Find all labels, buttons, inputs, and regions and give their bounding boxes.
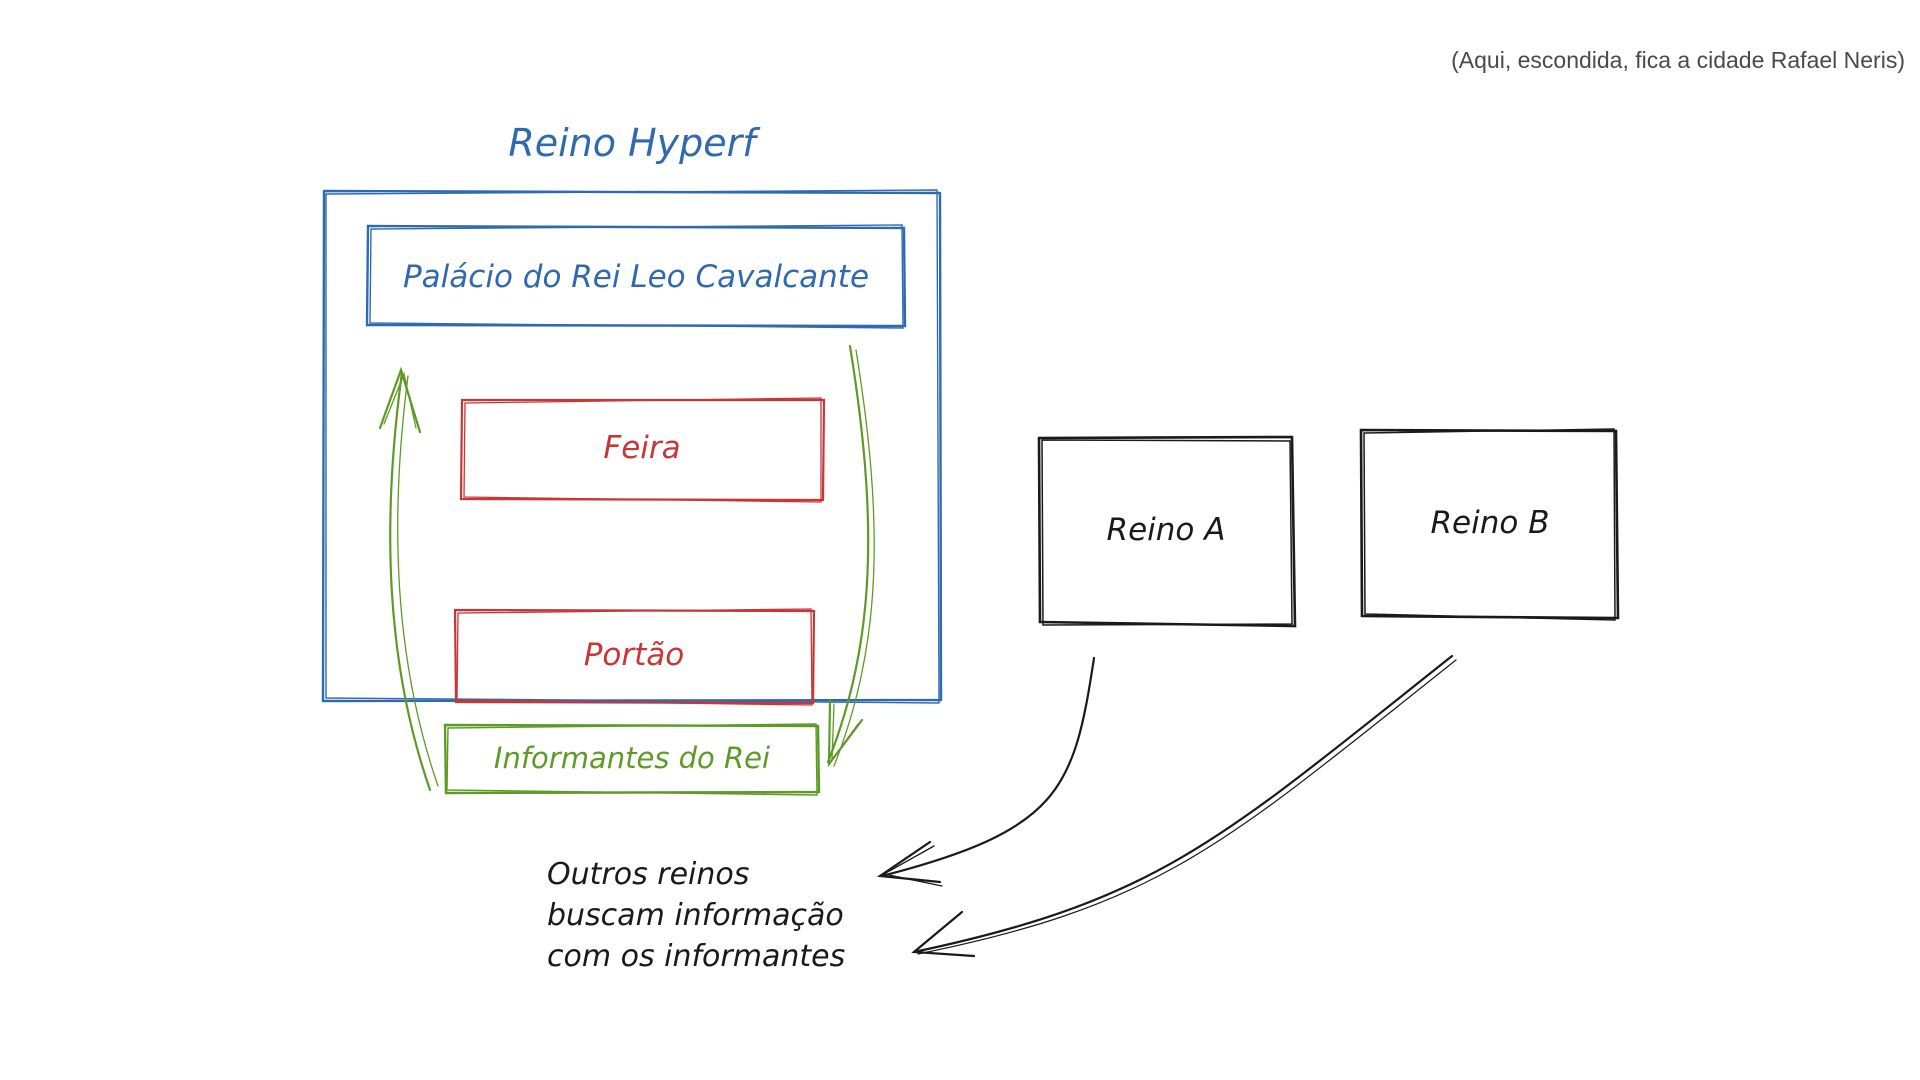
gate-label: Portão: [584, 637, 685, 673]
caption-line-3: com os informantes: [547, 939, 845, 974]
market-box: [459, 397, 826, 503]
kingdom-a-arrow: [876, 656, 1096, 887]
gate-box: [453, 608, 816, 706]
market-label: Feira: [603, 430, 680, 466]
kingdom-a-label: Reino A: [1107, 512, 1226, 548]
kingdom-title: Reino Hyperf: [508, 121, 761, 165]
kingdom-a-box: [1037, 435, 1297, 628]
palace-label: Palácio do Rei Leo Cavalcante: [403, 259, 869, 295]
kingdom-b-arrow: [911, 654, 1457, 958]
palace-to-informants-arrow: [826, 344, 875, 768]
other-kingdoms-caption: Outros reinos buscam informação com os i…: [547, 857, 845, 974]
informants-box: [443, 723, 821, 796]
kingdom-b-box: [1359, 428, 1620, 621]
kingdom-boundary: [321, 189, 943, 704]
kingdom-b-label: Reino B: [1431, 505, 1550, 541]
informants-to-palace-arrow: [378, 366, 439, 792]
hidden-city-note: (Aqui, escondida, fica a cidade Rafael N…: [1451, 47, 1905, 73]
palace-box: [365, 224, 907, 329]
caption-line-1: Outros reinos: [547, 857, 749, 892]
caption-line-2: buscam informação: [547, 898, 844, 933]
informants-label: Informantes do Rei: [494, 741, 770, 775]
